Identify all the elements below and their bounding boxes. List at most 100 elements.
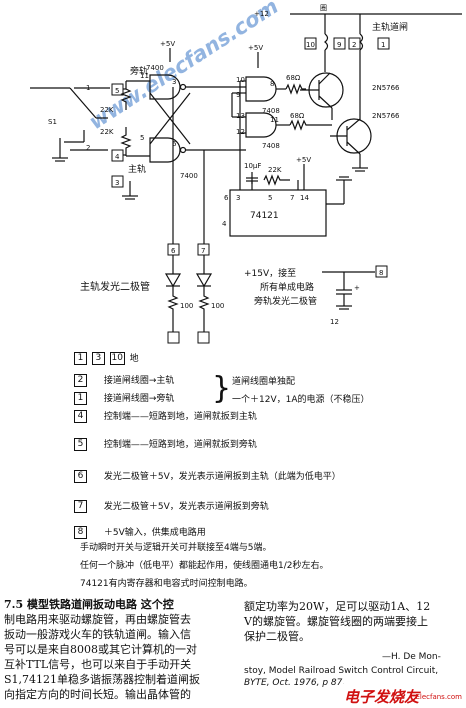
legend-box: 7 bbox=[74, 500, 87, 513]
legend-row-1: 1 接道闸线圈→旁轨 bbox=[74, 392, 174, 405]
legend-row-4: 4 控制端——短路到地，道闸就扳到主轨 bbox=[74, 410, 257, 423]
legend-ground-box-1: 1 bbox=[74, 352, 87, 365]
legend-title-row: 1 3 10 地 bbox=[74, 352, 139, 365]
pin-2: 2 bbox=[86, 144, 90, 152]
supply-15v-line-a: +15V，接至 bbox=[244, 267, 296, 279]
pin-7: 7 bbox=[290, 194, 294, 202]
pin-11b: 11 bbox=[140, 72, 149, 80]
legend-box: 2 bbox=[74, 374, 87, 387]
legend-row-6: 6 发光二极管＋5V，发光表示道闸扳到主轨（此端为低电平） bbox=[74, 470, 341, 483]
pin-10: 10 bbox=[236, 76, 245, 84]
pin-9: 9 bbox=[236, 91, 240, 99]
supply-12v-label: +12 bbox=[254, 10, 269, 18]
transistor-b-label: 2N5766 bbox=[372, 112, 400, 120]
legend-row-8: 8 ＋5V输入，供集成电路用 bbox=[74, 526, 206, 539]
node-3: 3 bbox=[115, 179, 119, 187]
supply-15v-line-b: 所有单成电路 bbox=[260, 281, 314, 293]
node-10: 10 bbox=[306, 41, 315, 49]
brand-en: Elecfans.com bbox=[415, 693, 462, 701]
ic-7408-label-a: 7408 bbox=[262, 107, 280, 115]
schematic: www.elecfans.com +12 圈 主轨道闸 10 9 2 1 2N5… bbox=[30, 0, 462, 344]
legend-brace: } bbox=[212, 371, 232, 406]
cap-plus-symbol: + bbox=[354, 284, 360, 292]
pin-3: 3 bbox=[236, 194, 240, 202]
node-9: 9 bbox=[337, 41, 341, 49]
citation-line-a: stoy, Model Railroad Switch Control Circ… bbox=[244, 666, 439, 676]
article-line-left-4: 号可以是来自8008或其它计算机的一对 bbox=[4, 643, 197, 656]
node-2: 2 bbox=[352, 41, 356, 49]
ic-7408-label-b: 7408 bbox=[262, 142, 280, 150]
article-line-right-1: 额定功率为20W，足可以驱动1A、12 bbox=[244, 600, 431, 613]
node-12: 12 bbox=[330, 318, 339, 326]
legend: 1 3 10 地 2 接道闸线圈→主轨 1 接道闸线圈→旁轨 } 道闸线圈单独配… bbox=[0, 350, 466, 595]
pin-11: 11 bbox=[270, 116, 279, 124]
legend-box: 5 bbox=[74, 438, 87, 451]
pin-4: 4 bbox=[222, 220, 227, 228]
pin-3b: 3 bbox=[172, 78, 176, 86]
r-100-label-b: 100 bbox=[211, 302, 224, 310]
r-68-label-b: 68Ω bbox=[290, 112, 305, 120]
article-line-left-3: 扳动一般游戏火车的铁轨道闸。输入信 bbox=[4, 628, 191, 641]
node-4: 4 bbox=[115, 153, 120, 161]
legend-note-1: 手动瞬时开关与逻辑开关可并联接至4端与5端。 bbox=[80, 543, 272, 553]
node-6: 6 bbox=[171, 247, 176, 255]
article-line-left-1: 7.5 模型铁路道闸扳动电路 这个控 bbox=[4, 598, 174, 611]
supply-15v-line-c: 旁轨发光二极管 bbox=[254, 295, 317, 307]
plus5-label-a: +5V bbox=[160, 40, 175, 48]
ic-7400-label-a: 7400 bbox=[146, 64, 164, 72]
legend-text: 接道闸线圈→旁轨 bbox=[103, 393, 175, 404]
s1-label: S1 bbox=[48, 118, 57, 126]
article-line-right-2: V的螺旋管。螺旋管线圈的两端要接上 bbox=[244, 615, 428, 628]
brand-badge: 电子发烧友 Elecfans.com bbox=[340, 684, 466, 708]
legend-row-5: 5 控制端——短路到地，道闸就扳到旁轨 bbox=[74, 438, 257, 451]
article-line-left-7: 向指定方向的时间长短。输出晶体管的 bbox=[4, 688, 191, 701]
main-switch-label: 主轨道闸 bbox=[372, 21, 408, 33]
coil-label: 圈 bbox=[320, 4, 327, 12]
legend-box: 6 bbox=[74, 470, 87, 483]
legend-box: 1 bbox=[74, 392, 87, 405]
legend-text: 发光二极管＋5V，发光表示道闸扳到旁轨 bbox=[103, 501, 269, 512]
cap-10uf-label: 10μF bbox=[244, 162, 261, 170]
pin-5b: 5 bbox=[140, 134, 144, 142]
pin-6: 6 bbox=[224, 194, 229, 202]
article-line-left-5: 互补TTL信号，也可以来自于手动开关 bbox=[4, 658, 192, 671]
pin-5: 5 bbox=[268, 194, 272, 202]
article-line-left-6: S1,74121单稳多谐振荡器控制着道闸扳 bbox=[4, 673, 201, 686]
node-7: 7 bbox=[201, 247, 205, 255]
legend-brace-text-a: 道闸线圈单独配 bbox=[232, 377, 296, 387]
legend-ground-text: 地 bbox=[129, 353, 139, 364]
r-22k-label-c: 22K bbox=[268, 166, 282, 174]
article: 7.5 模型铁路道闸扳动电路 这个控 制电路用来驱动螺旋管，再由螺旋管去 扳动一… bbox=[0, 598, 466, 708]
citation-author: —H. De Mon- bbox=[382, 652, 441, 662]
pin-6b: 6 bbox=[172, 140, 177, 148]
r-100-label-a: 100 bbox=[180, 302, 193, 310]
ic-74121-label: 74121 bbox=[250, 211, 279, 221]
legend-row-7: 7 发光二极管＋5V，发光表示道闸扳到旁轨 bbox=[74, 500, 269, 513]
legend-box: 8 bbox=[74, 526, 87, 539]
legend-note-2: 任何一个脉冲（低电平）都能起作用，使线圈通电1/2秒左右。 bbox=[80, 561, 329, 571]
pin-8: 8 bbox=[270, 80, 274, 88]
plus5-label-c: +5V bbox=[296, 156, 311, 164]
side-rail-label: 旁轨 bbox=[130, 65, 148, 77]
legend-box: 4 bbox=[74, 410, 87, 423]
node-5: 5 bbox=[115, 87, 119, 95]
watermark: www.elecfans.com bbox=[85, 0, 283, 134]
transistor-a-label: 2N5766 bbox=[372, 84, 400, 92]
r-22k-label-a: 22K bbox=[100, 106, 114, 114]
article-line-left-2: 制电路用来驱动螺旋管，再由螺旋管去 bbox=[4, 613, 191, 626]
r-68-label-a: 68Ω bbox=[286, 74, 301, 82]
article-line-right-3: 保护二极管。 bbox=[244, 630, 310, 643]
brand-cn: 电子发烧友 bbox=[344, 688, 420, 706]
r-22k-label-b: 22K bbox=[100, 128, 114, 136]
legend-text: 控制端——短路到地，道闸就扳到主轨 bbox=[103, 411, 257, 422]
pin-1: 1 bbox=[86, 84, 90, 92]
legend-note-3: 74121有内寄存器和电容式时间控制电路。 bbox=[80, 579, 253, 589]
node-1: 1 bbox=[381, 41, 385, 49]
legend-row-2: 2 接道闸线圈→主轨 bbox=[74, 374, 174, 387]
plus5-label-b: +5V bbox=[248, 44, 263, 52]
legend-text: 接道闸线圈→主轨 bbox=[103, 375, 175, 386]
legend-ground-box-3: 3 bbox=[91, 352, 105, 365]
legend-text: 发光二极管＋5V，发光表示道闸扳到主轨（此端为低电平） bbox=[103, 471, 341, 482]
legend-text: ＋5V输入，供集成电路用 bbox=[103, 527, 206, 538]
ic-7400-label-b: 7400 bbox=[180, 172, 198, 180]
